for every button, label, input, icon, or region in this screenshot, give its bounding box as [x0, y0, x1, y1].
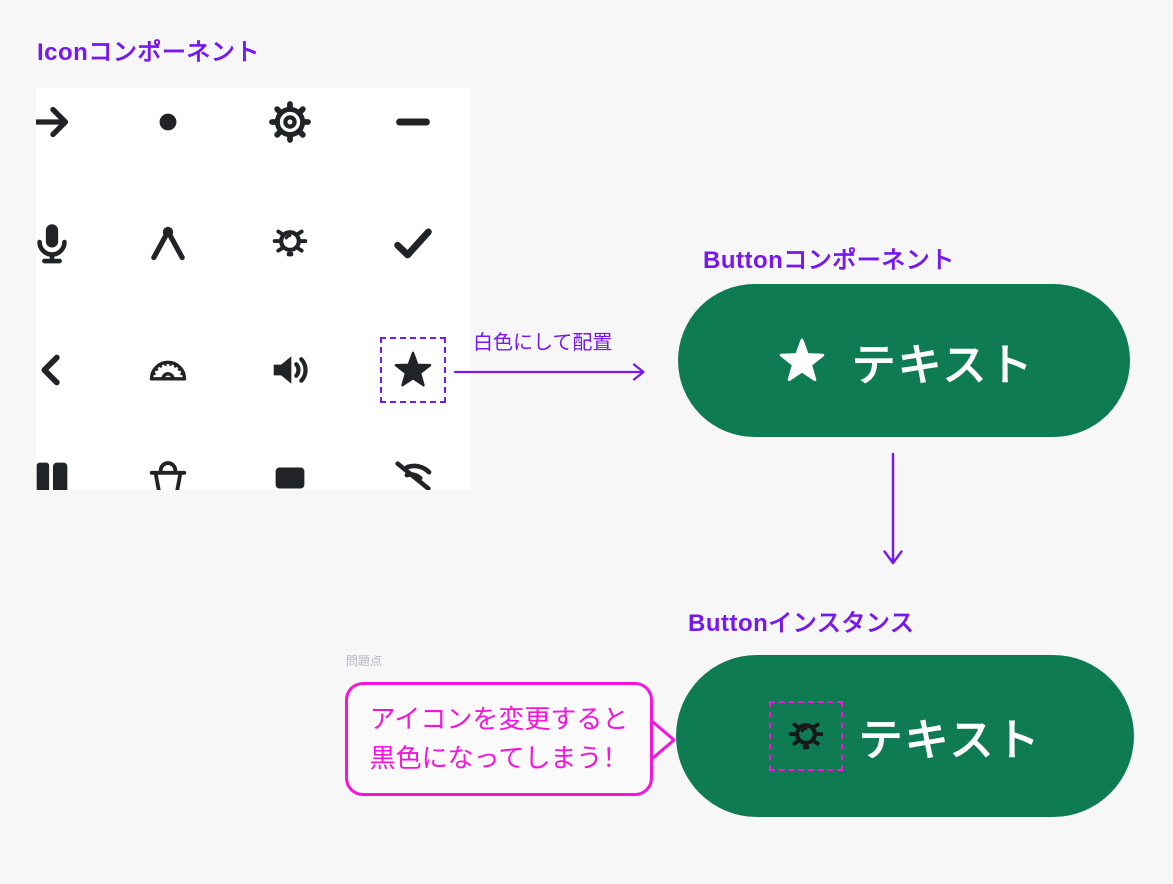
button-label: テキスト [851, 340, 1035, 390]
check-icon[interactable] [389, 219, 437, 267]
gear-icon[interactable] [266, 98, 314, 146]
star-selection-box[interactable] [380, 337, 446, 403]
lightbulb-icon [788, 722, 823, 750]
chevron-left-icon[interactable] [36, 346, 76, 394]
minus-icon[interactable] [389, 98, 437, 146]
dot-icon[interactable] [144, 98, 192, 146]
lightbulb-selection-box[interactable] [768, 701, 843, 771]
button-label: テキスト [858, 716, 1042, 765]
problem-caption: 問題点 [346, 654, 383, 668]
bubble-line-1: アイコンを変更すると [369, 704, 629, 734]
button-component[interactable]: テキスト [678, 284, 1130, 437]
button-component-title: Buttonコンポーネント [703, 247, 955, 274]
speech-bubble-tail [651, 720, 676, 760]
basket-icon[interactable] [144, 454, 192, 490]
compass-icon[interactable] [144, 219, 192, 267]
button-instance-title: Buttonインスタンス [688, 610, 915, 637]
wifi-off-icon[interactable] [389, 454, 437, 490]
bubble-line-2: 黒色になってしまう！ [369, 743, 629, 773]
arrow-right-icon[interactable] [36, 98, 76, 146]
annotation-label: 白色にして配置 [473, 332, 613, 354]
speaker-icon[interactable] [266, 346, 314, 394]
microphone-icon[interactable] [36, 219, 76, 267]
book-icon[interactable] [36, 454, 76, 490]
star-icon[interactable] [389, 346, 437, 394]
protractor-icon[interactable] [144, 346, 192, 394]
right-arrow [453, 363, 645, 381]
problem-speech-bubble: アイコンを変更すると 黒色になってしまう！ [345, 682, 653, 796]
down-arrow [883, 452, 903, 565]
lightbulb-icon[interactable] [266, 219, 314, 267]
button-instance[interactable]: テキスト [676, 655, 1134, 817]
icon-component-title: Iconコンポーネント [37, 39, 260, 66]
star-icon [774, 333, 830, 389]
icon-grid-panel [36, 88, 471, 490]
rectangle-icon[interactable] [266, 454, 314, 490]
